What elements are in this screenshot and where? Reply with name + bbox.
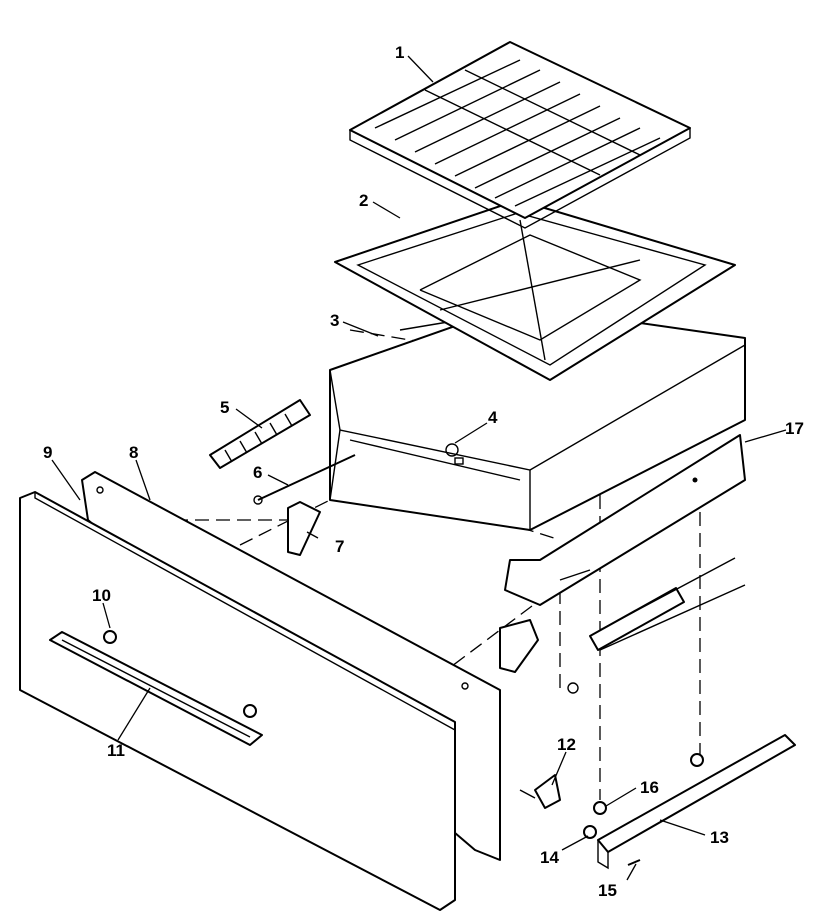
broiler-grid <box>349 41 691 229</box>
callout-4: 4 <box>488 408 498 427</box>
roller-spring-right <box>567 557 746 694</box>
callout-17: 17 <box>785 419 804 438</box>
callout-12: 12 <box>557 735 576 754</box>
roller-spring <box>209 399 311 469</box>
callout-labels: 1 2 3 4 5 6 7 8 9 10 11 12 13 14 15 16 1… <box>43 43 804 900</box>
callout-13: 13 <box>710 828 729 847</box>
rod <box>253 454 356 505</box>
drawer-tub <box>329 304 746 531</box>
drawer-front <box>19 491 456 911</box>
callout-1: 1 <box>395 43 404 62</box>
drawer-support-panel <box>504 434 746 606</box>
rollers <box>583 753 704 839</box>
callout-9: 9 <box>43 443 52 462</box>
callout-5: 5 <box>220 398 229 417</box>
broiler-pan <box>334 199 736 381</box>
roller-16a <box>593 801 607 815</box>
callout-8: 8 <box>129 443 138 462</box>
callout-3: 3 <box>330 311 339 330</box>
callout-15: 15 <box>598 881 617 900</box>
screw-front <box>243 704 257 718</box>
leader-lines <box>51 55 787 881</box>
spring-coils <box>224 413 293 463</box>
screw <box>627 859 641 866</box>
callout-7: 7 <box>335 537 344 556</box>
callout-11: 11 <box>107 741 125 760</box>
screw-10 <box>103 630 117 644</box>
callout-10: 10 <box>92 586 111 605</box>
callout-16: 16 <box>640 778 659 797</box>
rail <box>597 734 796 870</box>
grid-slots <box>374 59 661 207</box>
front-fasteners <box>103 630 257 718</box>
bracket-left <box>287 501 321 556</box>
handle <box>49 631 263 746</box>
callout-14: 14 <box>540 848 559 867</box>
callout-2: 2 <box>359 191 368 210</box>
clip <box>519 774 561 809</box>
roller-14 <box>583 825 597 839</box>
roller-16b <box>690 753 704 767</box>
callout-6: 6 <box>253 463 262 482</box>
bracket-right <box>499 619 539 673</box>
